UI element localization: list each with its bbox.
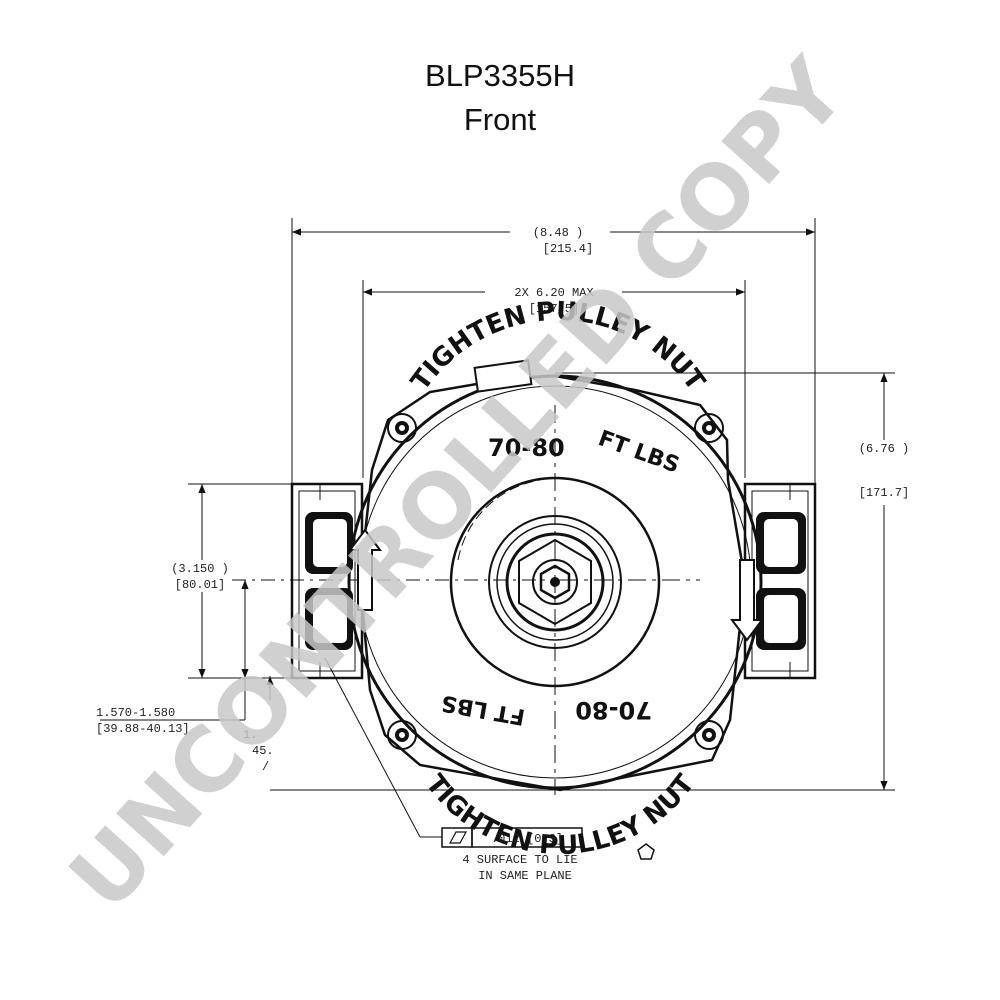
top-units-text: FT LBS: [595, 426, 683, 478]
mount-span-dimension: 2X 6.20 MAX [157.5]: [362, 280, 746, 478]
flatness-callout: .012 [0.3] 4 SURFACE TO LIE IN SAME PLAN…: [324, 657, 583, 883]
height-dimension: (6.76 ) [171.7]: [270, 372, 909, 791]
small-dim-line2: 45.: [252, 744, 274, 758]
bore-range-mm-label: [39.88-40.13]: [96, 722, 190, 736]
corner-bolt-top-left: [387, 413, 417, 443]
ear-height-dimension: (3.150 ) [80.01]: [171, 483, 560, 679]
bore-range-dimension: 1.570-1.580 [39.88-40.13] 1. 45. /: [96, 676, 274, 774]
ear-height-in-label: (3.150 ): [171, 562, 229, 576]
overall-width-in-label: (8.48 ): [533, 226, 583, 240]
mount-span-mm-label: [157.5]: [529, 302, 579, 316]
small-dim-line3: /: [262, 760, 269, 774]
height-mm-label: [171.7]: [859, 486, 909, 500]
flatness-value: .012 [0.3]: [491, 832, 563, 846]
corner-bolt-top-right: [694, 413, 724, 443]
mount-span-label: 2X 6.20 MAX: [514, 286, 593, 300]
flatness-note-line2: IN SAME PLANE: [478, 869, 572, 883]
left-mounting-ear: [290, 482, 364, 680]
corner-bolt-bottom-left: [387, 720, 417, 750]
view-title: Front: [463, 102, 537, 137]
pentagon-mark-icon: [637, 843, 655, 860]
right-mounting-ear: [743, 482, 817, 680]
rotation-arrow-right: [730, 559, 764, 642]
bore-range-in-label: 1.570-1.580: [96, 706, 175, 720]
rotation-arrow-left: [348, 528, 382, 611]
part-number-title: BLP3355H: [425, 58, 575, 93]
height-in-label: (6.76 ): [859, 442, 909, 456]
flatness-icon: [448, 831, 468, 844]
ear-height-mm-label: [80.01]: [175, 578, 225, 592]
terminal-tab: [473, 359, 533, 393]
small-dim-line1: 1.: [243, 728, 257, 742]
bottom-units-text: FT LBS: [440, 690, 527, 729]
overall-width-mm-label: [215.4]: [543, 242, 593, 256]
corner-bolt-bottom-right: [694, 720, 724, 750]
flatness-note-line1: 4 SURFACE TO LIE: [462, 853, 577, 867]
overall-width-dimension: (8.48 ) [215.4]: [291, 218, 816, 490]
top-torque-text: 70-80: [488, 434, 565, 462]
bottom-torque-text: 70-80: [575, 696, 652, 724]
